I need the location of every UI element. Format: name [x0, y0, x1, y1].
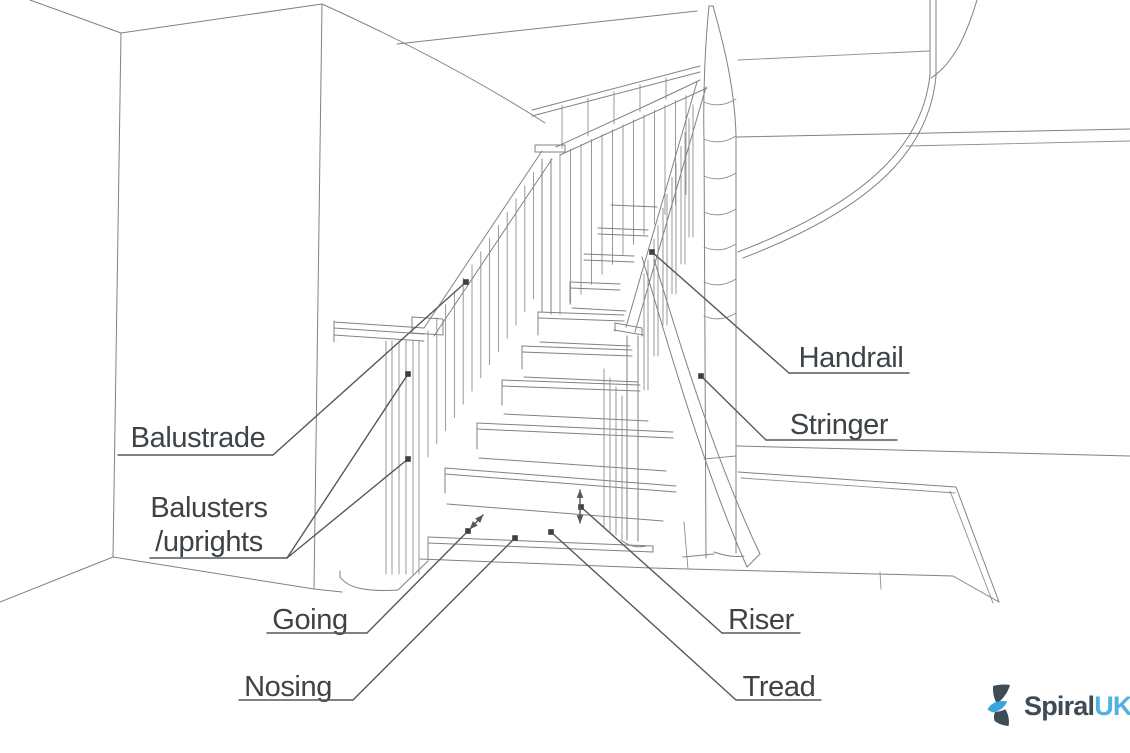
leader-line	[286, 458, 409, 559]
brand-logo: SpiralUK	[982, 682, 1130, 729]
label-stringer: Stringer	[698, 373, 898, 441]
label-text-nosing: Nosing	[244, 671, 332, 703]
leader-line	[580, 506, 723, 634]
leader-dot	[578, 504, 584, 510]
leader-dot	[405, 371, 411, 377]
leader-dot	[698, 373, 704, 379]
leader-line	[550, 531, 737, 701]
leader-line	[651, 251, 790, 374]
leader-dot	[463, 279, 469, 285]
leader-line	[352, 537, 516, 701]
leader-dot	[405, 456, 411, 462]
leader-line	[286, 373, 409, 559]
label-tread: Tread	[548, 529, 822, 703]
label-balustrade: Balustrade	[117, 279, 469, 456]
label-text-balusters-uprights: /uprights	[155, 526, 263, 558]
leader-dot	[649, 249, 655, 255]
label-text-handrail: Handrail	[799, 342, 904, 374]
leader-dot	[465, 528, 471, 534]
label-text-tread: Tread	[743, 671, 816, 703]
staircase-line-art	[0, 0, 1130, 604]
label-balusters-uprights: Balusters/uprights	[149, 371, 411, 559]
label-text-balusters-uprights: Balusters	[150, 492, 267, 524]
leader-line	[366, 530, 469, 634]
label-handrail: Handrail	[649, 249, 910, 374]
brand-name-prefix: Spiral	[1024, 690, 1095, 721]
label-nosing: Nosing	[238, 535, 518, 703]
label-going: Going	[266, 528, 471, 636]
diagram-annotations: BalustradeBalusters/uprightsGoingNosingH…	[117, 249, 910, 703]
leader-line	[272, 281, 467, 456]
leader-line	[700, 375, 767, 441]
brand-name-suffix: UK	[1094, 690, 1130, 721]
label-text-stringer: Stringer	[790, 409, 889, 441]
spiral-leaf-icon	[987, 684, 1010, 727]
dimension-arrow-going-depth	[469, 514, 484, 530]
label-text-balustrade: Balustrade	[131, 422, 266, 454]
leader-dot	[512, 535, 518, 541]
label-text-riser: Riser	[728, 604, 794, 636]
leader-dot	[548, 529, 554, 535]
label-text-going: Going	[272, 604, 347, 636]
label-riser: Riser	[578, 504, 801, 636]
